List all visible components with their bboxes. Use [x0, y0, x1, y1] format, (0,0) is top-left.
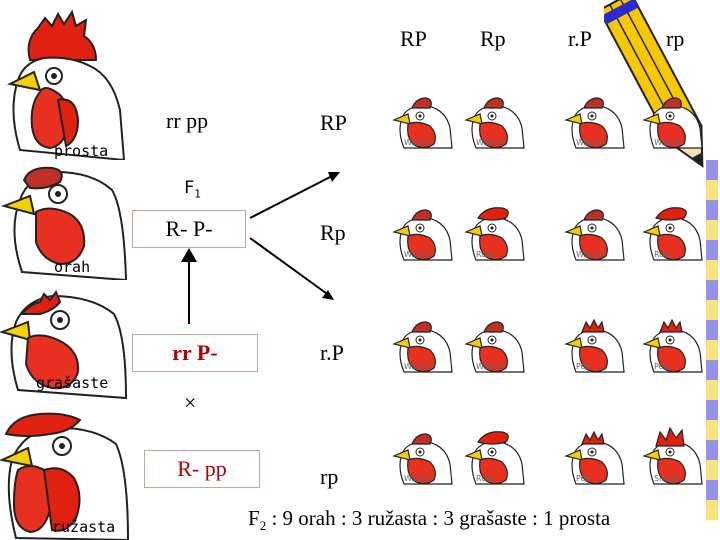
punnett-cell-label: Walnut	[404, 362, 432, 371]
mini-chicken-walnut-icon	[392, 433, 453, 485]
gamete-row-rp: rp	[320, 464, 339, 489]
punnett-cell-2-3: Walnut	[562, 200, 626, 264]
punnett-cell-4-1: Walnut	[390, 424, 454, 488]
mini-chicken-walnut-icon	[564, 209, 625, 261]
punnett-cell-label: Walnut	[576, 138, 604, 147]
punnett-cell-label: Pea	[576, 362, 591, 371]
mini-chicken-pea-icon	[564, 430, 625, 485]
gamete-header-Rp: Rp	[480, 26, 506, 51]
punnett-cell-label: Pea	[576, 474, 591, 483]
punnett-cell-label: Walnut	[476, 362, 504, 371]
f2-ratio-prefix: F	[248, 506, 260, 530]
mini-chicken-walnut-icon	[642, 97, 703, 149]
punnett-cell-label: Walnut	[476, 138, 504, 147]
punnett-cell-3-2: Walnut	[462, 312, 526, 376]
breed-label-grasaste: grašaste	[36, 374, 109, 392]
gamete-header-RP: RP	[400, 26, 427, 51]
f2-ratio-text: : 9 orah : 3 ružasta : 3 grašaste : 1 pr…	[271, 506, 611, 530]
punnett-cell-label: Walnut	[404, 138, 432, 147]
punnett-cell-1-2: Walnut	[462, 88, 526, 152]
punnett-cell-3-3: Pea	[562, 312, 626, 376]
gamete-row-RP: RP	[320, 110, 347, 135]
punnett-cell-1-1: Walnut	[390, 88, 454, 152]
mini-chicken-pea-icon	[642, 318, 703, 373]
gamete-header-rP: r.P	[568, 26, 592, 51]
punnett-cell-2-1: Walnut	[390, 200, 454, 264]
gamete-header-rp: rp	[666, 26, 685, 51]
chicken-orah-illustration	[0, 166, 128, 280]
chicken-grasaste-illustration	[0, 289, 128, 400]
mini-chicken-walnut-icon	[392, 97, 453, 149]
punnett-cell-3-1: Walnut	[390, 312, 454, 376]
punnett-cell-4-2: Rose	[462, 424, 526, 488]
cross-symbol: ×	[184, 390, 197, 415]
parent-2-box: R- pp	[144, 450, 260, 488]
chicken-prosta-illustration	[6, 9, 126, 160]
mini-chicken-rose-icon	[642, 207, 703, 261]
punnett-cell-label: Rose	[476, 474, 496, 483]
mini-chicken-walnut-icon	[392, 321, 453, 373]
punnett-cell-2-2: Rose	[462, 200, 526, 264]
breed-label-prosta: prosta	[54, 142, 109, 160]
f1-label: F1	[184, 178, 201, 200]
f1-label-sub: 1	[194, 187, 201, 201]
diagonal-arrows	[249, 172, 340, 300]
chicken-ruzasta-illustration	[0, 412, 130, 540]
punnett-cell-label: Walnut	[654, 138, 682, 147]
punnett-cell-label: Single	[654, 474, 679, 483]
vertical-arrow-line	[188, 258, 190, 324]
parent-1-box: rr P-	[132, 334, 258, 372]
gamete-row-rP: r.P	[320, 340, 344, 365]
punnett-cell-3-4: Pea	[640, 312, 704, 376]
punnett-cell-label: Walnut	[576, 250, 604, 259]
f1-label-text: F	[184, 178, 195, 198]
punnett-cell-4-4: Single	[640, 424, 704, 488]
mini-chicken-rose-icon	[464, 207, 525, 261]
mini-chicken-walnut-icon	[564, 97, 625, 149]
mini-chicken-pea-icon	[564, 318, 625, 373]
f1-genotype-box: R- P-	[132, 210, 246, 248]
mini-chicken-single-icon	[642, 426, 703, 485]
breed-label-ruzasta: ružasta	[52, 518, 116, 536]
mini-chicken-rose-icon	[464, 431, 525, 485]
mini-chicken-walnut-icon	[392, 209, 453, 261]
gamete-row-Rp: Rp	[320, 220, 346, 245]
right-edge-decoration	[706, 160, 718, 520]
punnett-cell-label: Walnut	[404, 474, 432, 483]
punnett-cell-label: Pea	[654, 362, 669, 371]
mini-chicken-walnut-icon	[464, 97, 525, 149]
f2-ratio-sub: 2	[259, 518, 267, 534]
breed-label-orah: orah	[54, 258, 91, 276]
genotype-rrpp: rr pp	[166, 108, 209, 133]
punnett-cell-2-4: Rose	[640, 200, 704, 264]
punnett-cell-label: Rose	[654, 250, 674, 259]
mini-chicken-walnut-icon	[464, 321, 525, 373]
f2-ratio: F2 : 9 orah : 3 ružasta : 3 grašaste : 1…	[248, 506, 610, 534]
punnett-cell-4-3: Pea	[562, 424, 626, 488]
punnett-cell-1-3: Walnut	[562, 88, 626, 152]
punnett-cell-label: Walnut	[404, 250, 432, 259]
punnett-cell-1-4: Walnut	[640, 88, 704, 152]
arrow-up-icon	[181, 248, 197, 262]
punnett-cell-label: Rose	[476, 250, 496, 259]
